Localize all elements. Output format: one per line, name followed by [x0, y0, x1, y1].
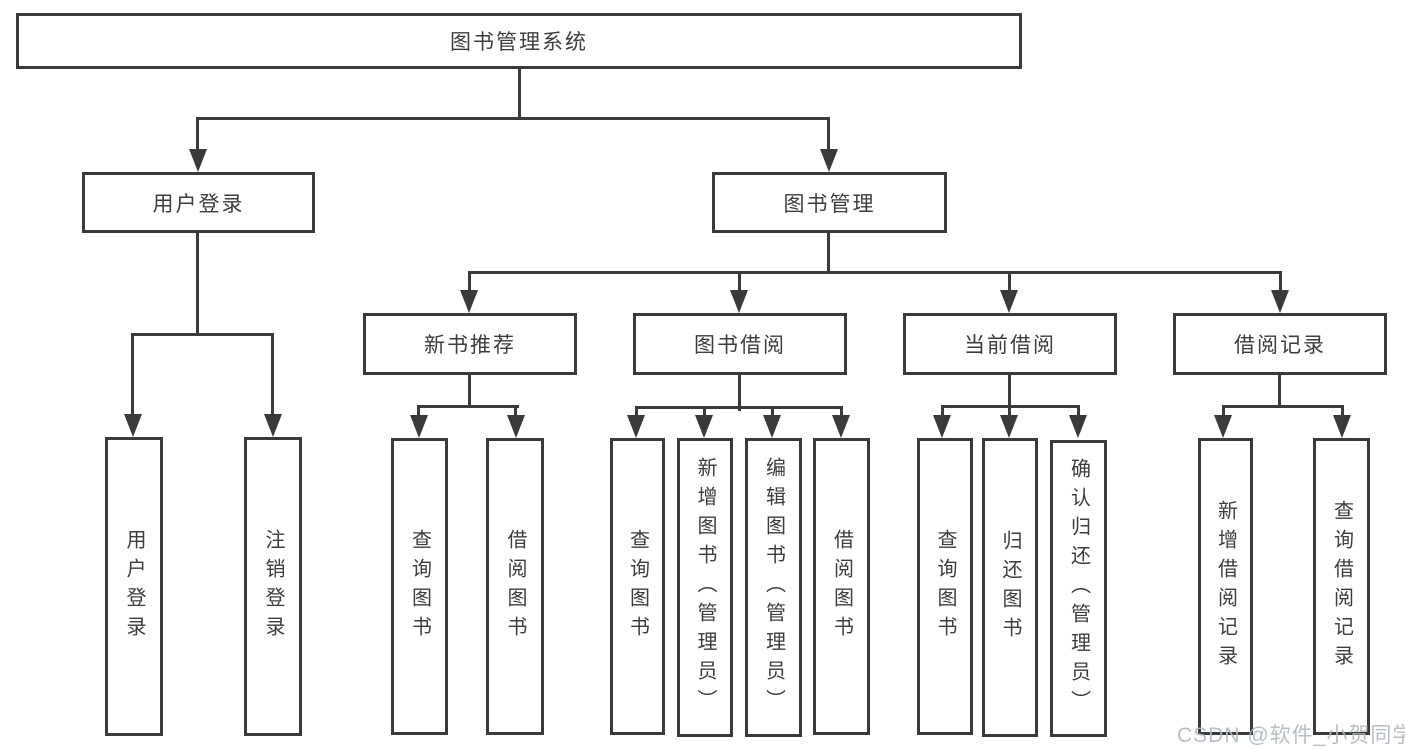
node-current-borrowing: 当前借阅 — [903, 313, 1117, 375]
connector-line — [738, 375, 741, 411]
leaf-bb-edit-books-admin: 编辑图书（管理员） — [745, 438, 802, 737]
connector-line — [468, 271, 1282, 274]
connector-line — [1279, 271, 1282, 293]
connector-line — [1341, 405, 1344, 419]
connector-line — [1008, 271, 1011, 293]
arrowhead — [695, 415, 713, 438]
connector-line — [703, 406, 706, 419]
connector-line — [196, 117, 199, 153]
node-book-management: 图书管理 — [712, 172, 947, 233]
arrowhead — [460, 290, 478, 313]
leaf-bb-add-books-admin: 新增图书（管理员） — [677, 438, 733, 737]
connector-line — [827, 117, 830, 153]
connector-line — [1222, 405, 1344, 408]
connector-line — [1222, 405, 1225, 419]
leaf-br-add-record: 新增借阅记录 — [1198, 438, 1253, 735]
connector-line — [771, 406, 774, 419]
node-book-borrowing: 图书借阅 — [633, 313, 847, 375]
leaf-cb-return-books: 归还图书 — [982, 438, 1038, 737]
connector-line — [840, 406, 843, 419]
connector-line — [1077, 405, 1080, 419]
connector-line — [1008, 375, 1011, 408]
connector-line — [131, 333, 134, 417]
arrowhead — [763, 415, 781, 438]
connector-line — [468, 375, 471, 408]
arrowhead — [1069, 415, 1087, 438]
leaf-nbr-borrow-books: 借阅图书 — [486, 438, 544, 735]
leaf-br-query-record: 查询借阅记录 — [1313, 438, 1370, 735]
leaf-bb-borrow-books: 借阅图书 — [813, 438, 870, 735]
csdn-watermark: CSDN @软件_小贺同学 — [1177, 724, 1405, 747]
connector-line — [417, 405, 420, 419]
connector-line — [738, 271, 741, 293]
connector-line — [1278, 375, 1281, 408]
node-user-login: 用户登录 — [82, 172, 315, 233]
arrowhead — [933, 415, 951, 438]
connector-line — [941, 405, 944, 419]
arrowhead — [1214, 415, 1232, 438]
arrowhead — [124, 414, 142, 437]
arrowhead — [627, 415, 645, 438]
connector-line — [827, 233, 830, 274]
node-borrowing-records: 借阅记录 — [1173, 313, 1387, 375]
connector-line — [417, 405, 519, 408]
connector-line — [514, 405, 517, 419]
arrowhead — [1333, 415, 1351, 438]
leaf-cb-query-books: 查询图书 — [917, 438, 973, 735]
connector-line — [1008, 405, 1011, 419]
leaf-bb-query-books: 查询图书 — [610, 438, 665, 735]
leaf-logout: 注销登录 — [244, 437, 302, 736]
arrowhead — [264, 414, 282, 437]
arrowhead — [1000, 415, 1018, 438]
connector-line — [635, 406, 843, 409]
leaf-cb-confirm-return-admin: 确认归还（管理员） — [1050, 440, 1107, 737]
arrowhead — [820, 149, 838, 172]
arrowhead — [1000, 290, 1018, 313]
connector-line — [196, 117, 830, 120]
connector-line — [271, 333, 274, 417]
arrowhead — [730, 290, 748, 313]
connector-line — [635, 406, 638, 419]
node-root: 图书管理系统 — [16, 13, 1022, 69]
arrowhead — [832, 415, 850, 438]
leaf-user-login: 用户登录 — [105, 437, 163, 736]
arrowhead — [410, 415, 428, 438]
arrowhead — [189, 149, 207, 172]
connector-line — [518, 67, 521, 120]
connector-line — [196, 233, 199, 336]
arrowhead — [1271, 290, 1289, 313]
connector-line — [131, 333, 274, 336]
connector-line — [468, 271, 471, 293]
arrowhead — [507, 415, 525, 438]
leaf-nbr-query-books: 查询图书 — [391, 438, 448, 735]
node-new-book-recommend: 新书推荐 — [363, 313, 577, 375]
